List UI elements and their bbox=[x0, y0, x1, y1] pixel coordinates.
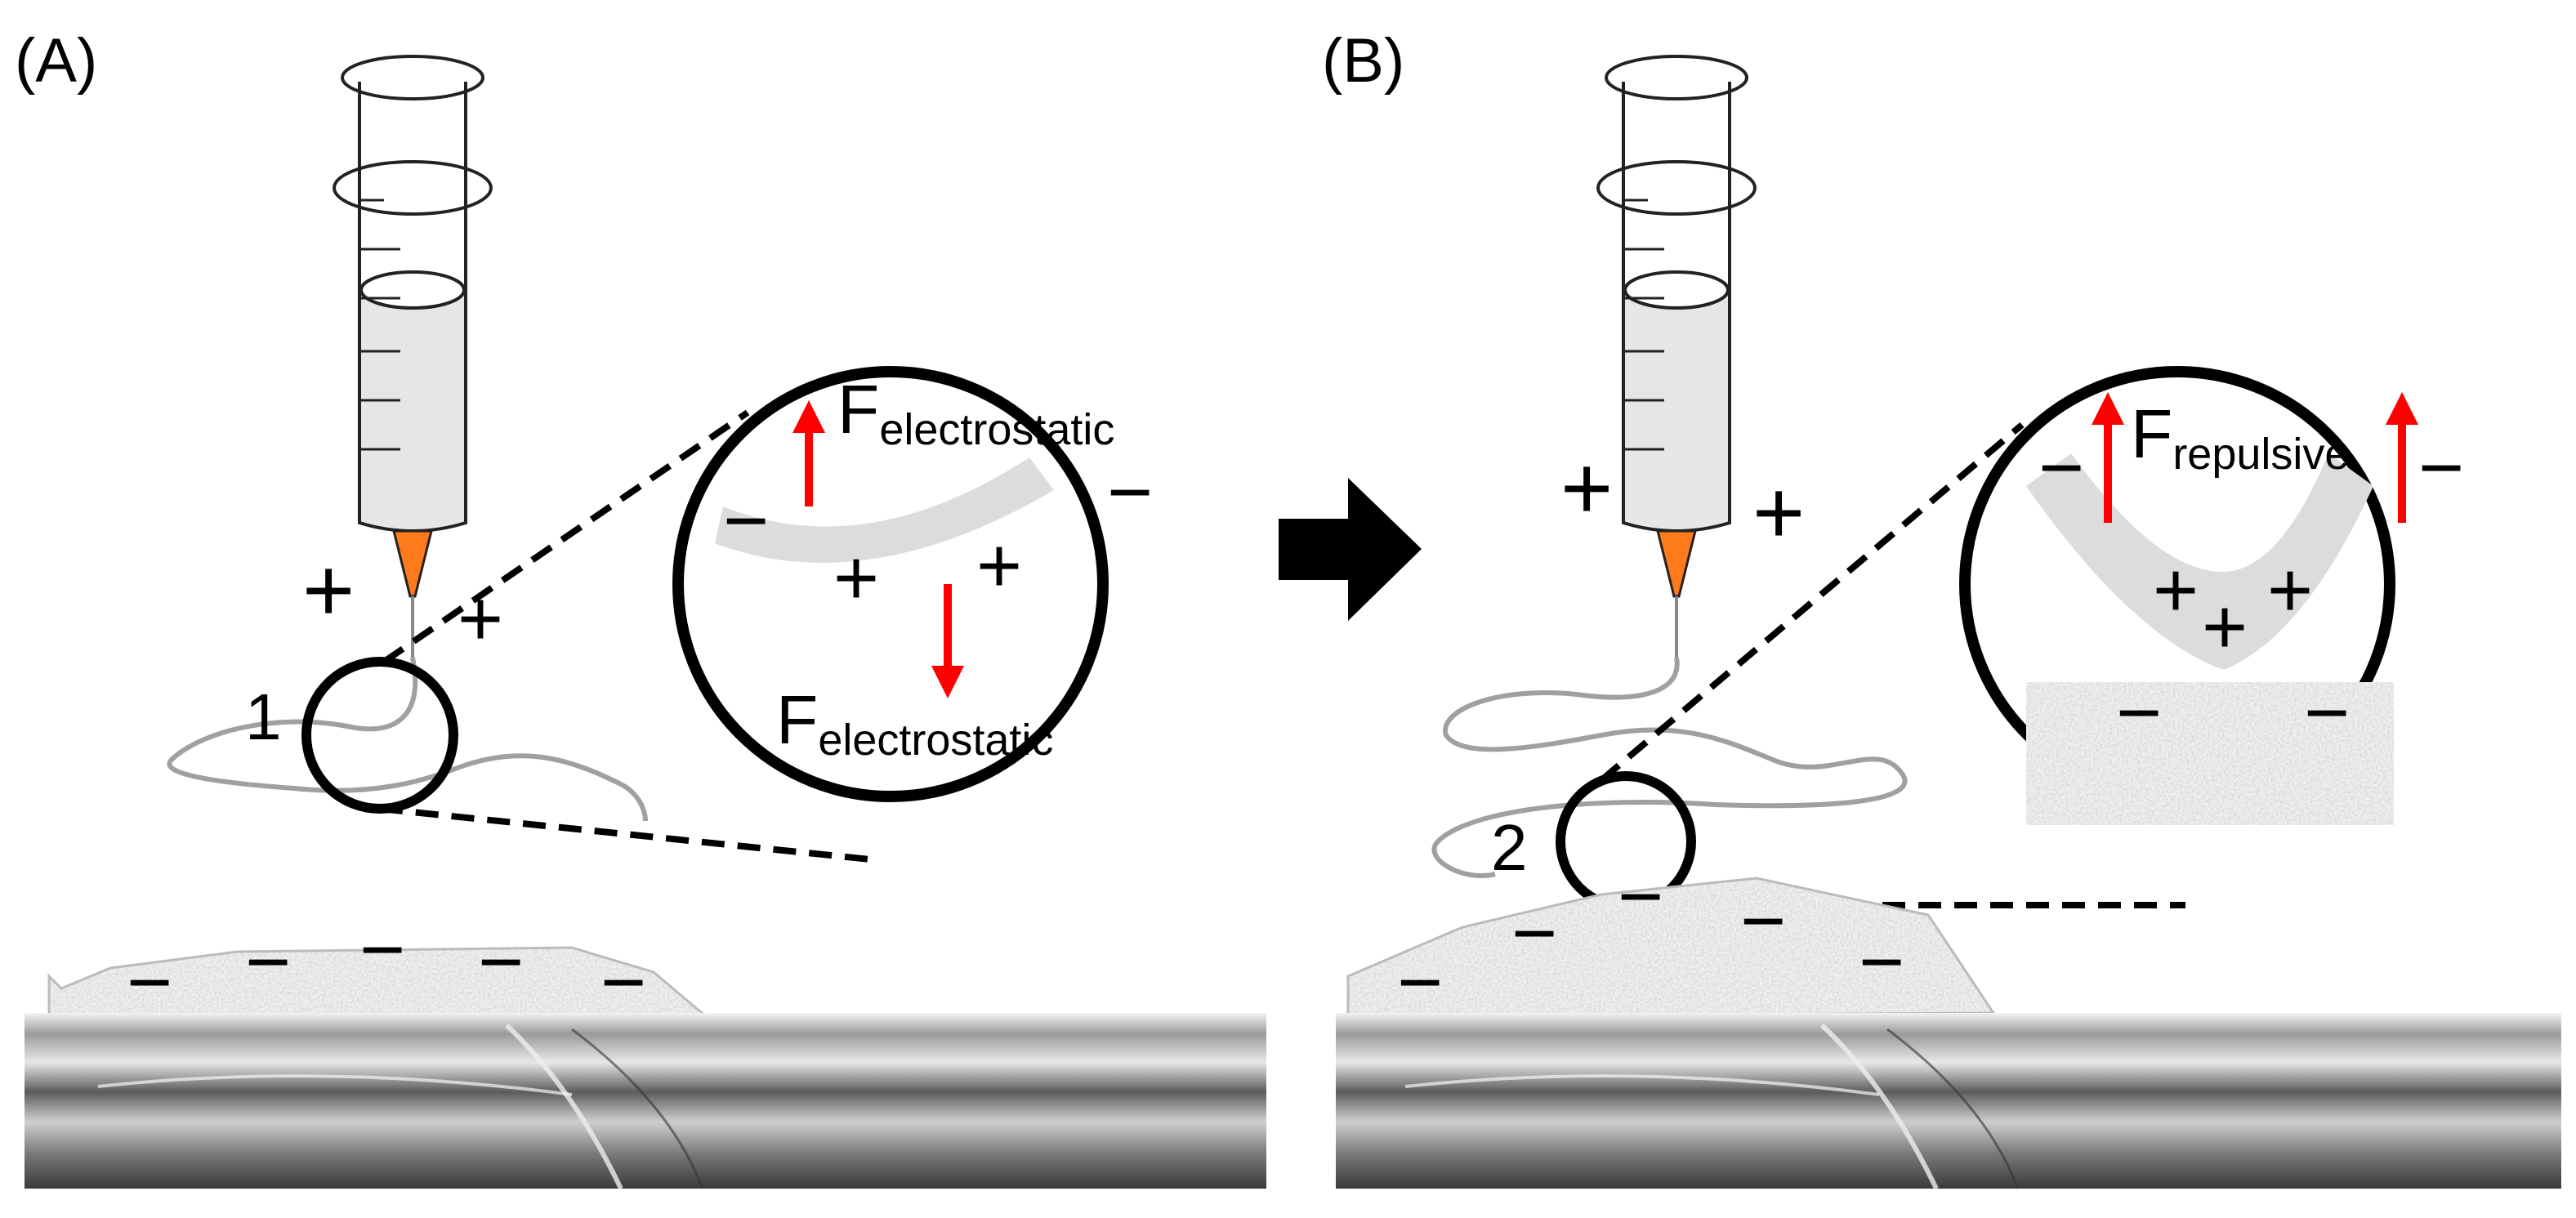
plus-sign: + bbox=[458, 575, 503, 663]
plus-sign: + bbox=[1752, 462, 1805, 563]
mat-charges: − − − − − bbox=[1397, 853, 1904, 1026]
syringe-a bbox=[333, 55, 493, 658]
collector-roll bbox=[1336, 1013, 2561, 1190]
minus-sign: − bbox=[1511, 890, 1557, 977]
syringe-b bbox=[1596, 55, 1757, 658]
collector-roll bbox=[25, 1013, 1266, 1190]
panel-a-label: (A) bbox=[15, 26, 97, 96]
panel-b-label: (B) bbox=[1322, 26, 1404, 96]
plus-sign: + bbox=[2202, 583, 2248, 671]
minus-sign: − bbox=[245, 918, 291, 1006]
zoom-circle-large: Frepulsive − − + + + − − bbox=[1959, 366, 2464, 825]
mat-charges: − − − − − bbox=[127, 906, 646, 1026]
minus-sign: − bbox=[723, 477, 769, 564]
minus-sign: − bbox=[127, 939, 172, 1026]
plus-sign: + bbox=[302, 540, 355, 640]
plus-sign: + bbox=[833, 534, 879, 622]
panel-b: (B) + + 2 bbox=[1322, 26, 2561, 1190]
plus-sign: + bbox=[2267, 547, 2313, 634]
callout-number: 2 bbox=[1491, 811, 1528, 884]
minus-sign: − bbox=[1740, 877, 1786, 965]
force-label-bottom: Felectrostatic bbox=[776, 681, 1053, 765]
fiber-jet bbox=[1431, 657, 1908, 878]
minus-sign: − bbox=[478, 918, 524, 1006]
force-label-repulsive: Frepulsive bbox=[2131, 395, 2349, 479]
minus-sign: − bbox=[2038, 424, 2084, 511]
minus-sign: − bbox=[2418, 424, 2464, 511]
zoom-line bbox=[1599, 422, 2025, 783]
minus-sign: − bbox=[1397, 939, 1443, 1026]
zoom-line bbox=[379, 805, 871, 863]
minus-sign: − bbox=[1107, 448, 1153, 536]
minus-sign: − bbox=[2304, 669, 2350, 756]
plus-sign: + bbox=[2153, 547, 2199, 634]
plus-sign: + bbox=[976, 522, 1022, 609]
zoom-line bbox=[382, 409, 750, 665]
minus-sign: − bbox=[2116, 669, 2162, 756]
minus-sign: − bbox=[1859, 918, 1904, 1006]
transition-arrow bbox=[1279, 478, 1422, 621]
force-label-top: Felectrostatic bbox=[837, 371, 1114, 454]
plus-sign: + bbox=[1560, 438, 1613, 538]
panel-a: (A) + + 1 bbox=[15, 26, 1266, 1190]
minus-sign: − bbox=[359, 906, 405, 993]
callout-number: 1 bbox=[245, 680, 282, 753]
minus-sign: − bbox=[600, 939, 646, 1026]
zoom-circle-large: Felectrostatic − − + + Felectrostatic bbox=[672, 366, 1153, 802]
minus-sign: − bbox=[1618, 853, 1663, 940]
fiber-jet bbox=[167, 657, 648, 822]
